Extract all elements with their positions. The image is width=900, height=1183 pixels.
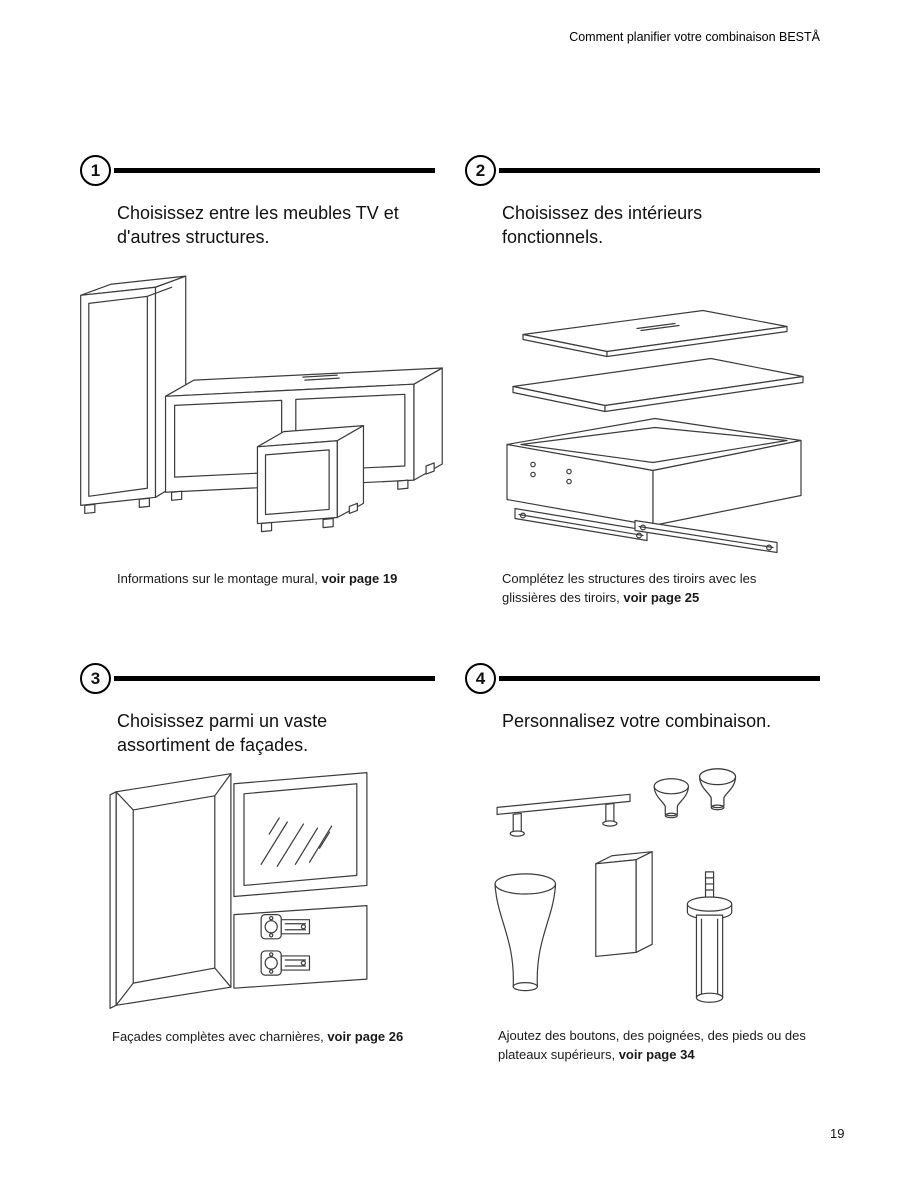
section-marker: 1 (80, 155, 435, 193)
section-marker: 2 (465, 155, 820, 193)
caption-text: Complétez les structures des tiroirs ave… (502, 571, 757, 605)
section-marker: 3 (80, 663, 435, 701)
section-heading: Personnalisez votre combinaison. (502, 709, 820, 733)
heading-line: assortiment de façades. (117, 735, 309, 756)
caption-text: Façades complètes avec charnières, (112, 1029, 328, 1044)
section-caption: Complétez les structures des tiroirs ave… (502, 570, 807, 608)
caption-text: Ajoutez des boutons, des poignées, des p… (498, 1028, 806, 1062)
section-2: 2 Choisissez des intérieurs fonctionnels… (465, 155, 820, 640)
section-rule (499, 168, 820, 173)
step-number-badge: 3 (80, 663, 111, 694)
section-heading: Choisissez parmi un vaste assortiment de… (117, 709, 435, 758)
heading-line: Personnalisez votre combinaison. (502, 711, 772, 731)
section-marker: 4 (465, 663, 820, 701)
section-caption: Façades complètes avec charnières, voir … (112, 1028, 442, 1047)
step-number-badge: 1 (80, 155, 111, 186)
page-number: 19 (830, 1126, 845, 1141)
step-number-badge: 2 (465, 155, 496, 186)
section-3: 3 Choisissez parmi un vaste assortiment … (80, 663, 435, 1148)
heading-line: Choisissez des intérieurs (502, 203, 703, 223)
drawer-and-slides-illustration (506, 309, 804, 554)
knobs-handles-legs-illustration (494, 768, 737, 1003)
fronts-and-hinges-illustration (109, 772, 368, 1009)
caption-page-ref: voir page 25 (623, 589, 700, 605)
besta-frames-illustration (80, 275, 443, 533)
step-number-badge: 4 (465, 663, 496, 694)
section-1: 1 Choisissez entre les meubles TV et d'a… (80, 155, 443, 640)
section-heading: Choisissez des intérieurs fonctionnels. (502, 201, 820, 250)
section-heading: Choisissez entre les meubles TV et d'aut… (117, 201, 435, 250)
caption-text: Informations sur le montage mural, (117, 571, 322, 586)
section-4: 4 Personnalisez votre combinaison. (465, 663, 820, 1148)
section-rule (114, 676, 435, 681)
section-rule (114, 168, 435, 173)
caption-page-ref: voir page 34 (618, 1046, 695, 1062)
heading-line: Choisissez parmi un vaste (117, 711, 328, 731)
caption-page-ref: voir page 26 (327, 1029, 404, 1044)
heading-line: d'autres structures. (117, 227, 270, 248)
heading-line: Choisissez entre les meubles TV et (117, 203, 399, 223)
heading-line: fonctionnels. (502, 227, 604, 248)
section-caption: Informations sur le montage mural, voir … (117, 570, 447, 589)
section-rule (499, 676, 820, 681)
page-header-title: Comment planifier votre combinaison BEST… (569, 30, 820, 44)
caption-page-ref: voir page 19 (321, 571, 398, 586)
section-caption: Ajoutez des boutons, des poignées, des p… (498, 1027, 820, 1065)
